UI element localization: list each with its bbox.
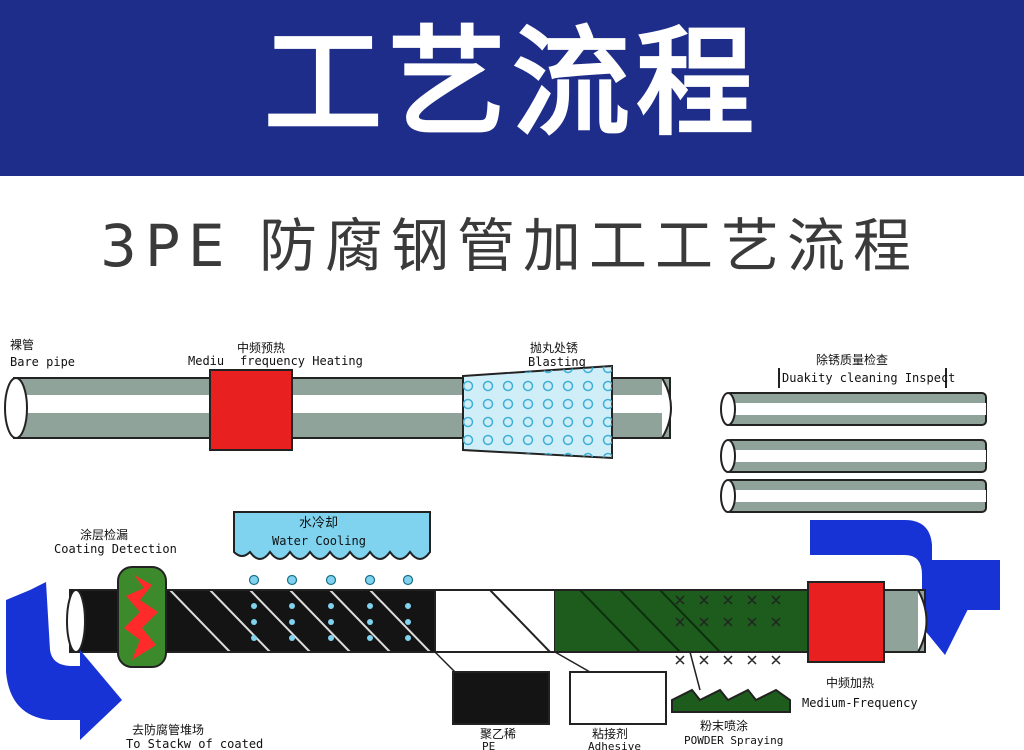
coating-detection-label-en: Coating Detection	[54, 542, 177, 556]
flow-arrow-right-icon	[810, 520, 1000, 655]
stack-label-cn: 去防腐管堆场	[132, 722, 204, 737]
adhesive-hopper	[569, 671, 667, 725]
adhesive-label-en: Adhesive	[588, 740, 641, 750]
preheat-coil	[209, 369, 293, 451]
bare-pipe-label-cn: 裸管	[10, 337, 34, 352]
heating-coil	[807, 581, 885, 663]
bare-pipe-label-en: Bare pipe	[10, 355, 75, 369]
coated-pipe	[66, 589, 928, 653]
heating-label-cn: 中频加热	[826, 675, 874, 690]
water-cooling-label-cn: 水冷却	[299, 516, 338, 531]
coating-detection-label-cn: 涂层检漏	[80, 527, 128, 542]
powder-label-cn: 粉末喷涂	[700, 718, 748, 733]
title-banner: 工艺流程	[0, 0, 1024, 176]
adhesive-label-cn: 粘接剂	[592, 726, 628, 741]
powder-nozzle	[671, 688, 791, 713]
heating-label-en: Medium-Frequency	[802, 696, 918, 710]
page-subtitle: 3PE 防腐钢管加工工艺流程	[100, 212, 919, 280]
pe-hopper	[452, 671, 550, 725]
coating-detector	[117, 566, 167, 668]
flow-arrow-left-icon	[6, 582, 122, 740]
blasting-label-en: Blasting	[528, 355, 586, 369]
water-cooling-hood	[233, 511, 431, 560]
blasting-label-cn: 抛丸处锈	[530, 340, 578, 355]
page-title: 工艺流程	[263, 14, 760, 152]
stack-label-en: To Stackw of coated	[126, 737, 263, 750]
cooling-spray-dots	[251, 603, 411, 641]
preheat-label-cn: 中频预热	[237, 340, 285, 355]
inspect-label-cn: 除锈质量检查	[816, 352, 888, 367]
powder-label-en: POWDER Spraying	[684, 734, 783, 747]
pe-label-cn: 聚乙稀	[480, 727, 516, 741]
powder-marks	[675, 595, 781, 665]
blasting-chamber	[462, 364, 613, 460]
preheat-label-en-2: frequency Heating	[240, 354, 363, 368]
inspected-pipes	[720, 368, 987, 513]
preheat-label-en-1: Mediu	[188, 354, 224, 368]
inspect-label-en: Duakity cleaning Inspect	[782, 371, 955, 385]
water-cooling-label-en: Water Cooling	[272, 534, 366, 548]
water-drops	[248, 574, 414, 586]
pe-label-en: PE	[482, 740, 495, 750]
